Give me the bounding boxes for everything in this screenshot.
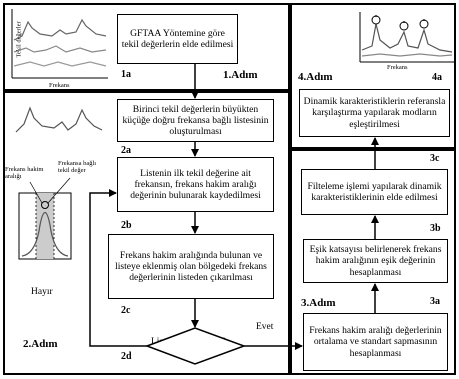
id-4a: 4a [432, 72, 442, 83]
box-2b: Listenin ilk tekil değerine ait frekansı… [117, 157, 274, 212]
id-3c: 3c [430, 153, 440, 164]
plot3-hakim-label: Frekans hakim aralığı [5, 166, 44, 180]
plot4-xlabel: Frekans [387, 64, 408, 71]
id-2d: 2d [121, 351, 132, 362]
id-3a: 3a [430, 296, 440, 307]
id-2c: 2c [121, 305, 131, 316]
step1-label: 1.Adım [223, 69, 258, 81]
step2-label: 2.Adım [23, 338, 58, 350]
step3-label: 3.Adım [301, 297, 336, 309]
box-4a: Dinamik karakteristiklerin referansla ka… [299, 89, 450, 137]
step4-label: 4.Adım [298, 71, 333, 83]
box-1a: GFTAA Yöntemine göre tekil değerlerin el… [117, 14, 238, 64]
box-3c: Filteleme işlemi yapılarak dinamik karak… [301, 169, 448, 215]
id-2b: 2b [121, 220, 132, 231]
decision-2d-text: Liste sıfırlandı mı ? [151, 337, 226, 347]
id-1a: 1a [121, 69, 131, 80]
branch-no-label: Hayır [31, 287, 53, 297]
box-3a: Frekans hakim aralığı değerlerinin ortal… [303, 313, 448, 371]
branch-yes-label: Evet [256, 322, 274, 332]
plot1-xlabel: Frekans [49, 82, 70, 89]
plot3-bagli-label: Frekansa bağlı tekil değer [58, 160, 97, 174]
box-2c: Frekans hakim aralığında bulunan ve list… [108, 234, 274, 299]
plot1-ylabel: Tekil değerler [15, 21, 23, 58]
id-2a: 2a [121, 145, 131, 156]
box-2a: Birinci tekil değerlerin büyükten küçüğe… [117, 99, 274, 142]
box-3b: Eşik katsayısı belirlenerek frekans haki… [303, 239, 448, 283]
id-3b: 3b [430, 223, 441, 234]
